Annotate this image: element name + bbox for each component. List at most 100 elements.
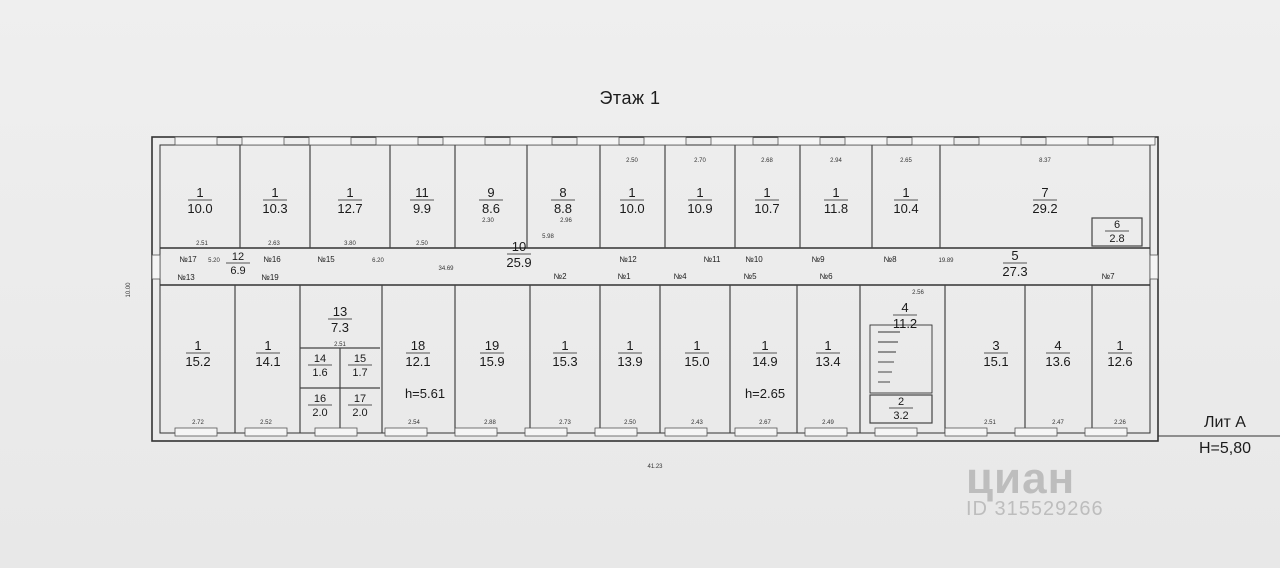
window-top-8 — [710, 136, 754, 146]
room-bot-0-num: 1 — [194, 338, 201, 353]
room-bot-9-num: 1 — [824, 338, 831, 353]
dim-top-10: 8.37 — [1039, 158, 1051, 164]
door-tag-3: №13 — [177, 273, 195, 282]
small-room-4-area: 2.8 — [1109, 233, 1124, 245]
room-top-3-num: 11 — [415, 185, 429, 200]
window-bot-13 — [1084, 427, 1128, 437]
window-top-4 — [442, 136, 486, 146]
window-bot-1 — [244, 427, 288, 437]
room-bot-7-area: 15.0 — [684, 354, 709, 369]
room-bot-11-num: 3 — [992, 338, 999, 353]
room-top-6-num: 1 — [628, 185, 635, 200]
door-tag-1: №16 — [263, 255, 281, 264]
dim-cor-3: 19.89 — [938, 258, 954, 264]
corridor-room-2-num: 5 — [1011, 248, 1018, 263]
room-bot-4-area: 15.9 — [479, 354, 504, 369]
window-bot-3 — [384, 427, 428, 437]
room-top-1-num: 1 — [271, 185, 278, 200]
ceiling-height-0: h=5.61 — [405, 386, 445, 401]
dim-cor-4: 2.56 — [912, 290, 924, 296]
window-right — [1149, 254, 1159, 280]
window-top-3 — [375, 136, 419, 146]
window-top-1 — [241, 136, 285, 146]
room-top-0-area: 10.0 — [187, 201, 212, 216]
window-top-11 — [911, 136, 955, 146]
dim-top-12: 5.98 — [542, 234, 554, 240]
overall-width-dim: 41.23 — [647, 464, 663, 470]
window-bot-10 — [874, 427, 918, 437]
room-bot-1-num: 1 — [264, 338, 271, 353]
door-tag-5: №12 — [619, 255, 637, 264]
room-top-6-area: 10.0 — [619, 201, 644, 216]
room-top-11-area: 29.2 — [1032, 201, 1057, 216]
room-top-2-area: 12.7 — [337, 201, 362, 216]
window-top-9 — [777, 136, 821, 146]
window-bot-4 — [454, 427, 498, 437]
small-room-1-area: 1.7 — [352, 367, 367, 379]
window-bot-6 — [594, 427, 638, 437]
dim-bot-8: 2.49 — [822, 420, 834, 426]
corridor-room-1-num: 10 — [512, 239, 526, 254]
door-tag-2: №15 — [317, 255, 335, 264]
dim-bot-11: 2.26 — [1114, 420, 1126, 426]
door-tag-13: №6 — [819, 272, 833, 281]
room-top-2-num: 1 — [346, 185, 353, 200]
door-tag-14: №8 — [883, 255, 897, 264]
room-top-3-area: 9.9 — [413, 201, 431, 216]
dim-top-5: 2.50 — [626, 158, 638, 164]
window-bot-5 — [524, 427, 568, 437]
dim-cor-2: 34.69 — [438, 266, 454, 272]
room-bot-12-area: 13.6 — [1045, 354, 1070, 369]
dim-cor-5: 2.51 — [334, 342, 346, 348]
room-bot-7-num: 1 — [693, 338, 700, 353]
room-top-4-area: 8.6 — [482, 201, 500, 216]
room-top-1-area: 10.3 — [262, 201, 287, 216]
dim-bot-7: 2.67 — [759, 420, 771, 426]
dim-top-8: 2.94 — [830, 158, 842, 164]
window-top-10 — [844, 136, 888, 146]
corridor-room-1-area: 25.9 — [506, 255, 531, 270]
room-top-10-area: 10.4 — [893, 201, 918, 216]
window-top-0 — [174, 136, 218, 146]
dim-bot-4: 2.73 — [559, 420, 571, 426]
window-bot-7 — [664, 427, 708, 437]
dim-top-1: 2.63 — [268, 241, 280, 247]
corridor-room-0-area: 6.9 — [230, 265, 245, 277]
room-bot-0-area: 15.2 — [185, 354, 210, 369]
dim-top-0: 2.51 — [196, 241, 208, 247]
small-room-3-num: 17 — [354, 393, 366, 405]
room6-box — [1091, 217, 1143, 247]
room-bot-1-area: 14.1 — [255, 354, 280, 369]
window-bot-0 — [174, 427, 218, 437]
room-top-5-area: 8.8 — [554, 201, 572, 216]
door-tag-11: №5 — [743, 272, 757, 281]
room-bot-12-num: 4 — [1054, 338, 1061, 353]
room-top-11-num: 7 — [1041, 185, 1048, 200]
small-room-3-area: 2.0 — [352, 407, 367, 419]
window-left — [151, 254, 161, 280]
door-tag-4: №19 — [261, 273, 279, 282]
room-bot-5-num: 1 — [561, 338, 568, 353]
room-bot-11-area: 15.1 — [983, 354, 1008, 369]
dim-top-3: 2.50 — [416, 241, 428, 247]
dim-bot-0: 2.72 — [192, 420, 204, 426]
small-room-5-area: 3.2 — [893, 410, 908, 422]
corridor-room-0-num: 12 — [232, 251, 244, 263]
small-room-0-num: 14 — [314, 353, 326, 365]
dim-bot-3: 2.88 — [484, 420, 496, 426]
room-top-7-area: 10.9 — [687, 201, 712, 216]
dim-bot-1: 2.52 — [260, 420, 272, 426]
small-room-0-area: 1.6 — [312, 367, 327, 379]
dim-top-2: 3.80 — [344, 241, 356, 247]
dim-bot-6: 2.43 — [691, 420, 703, 426]
room-top-9-num: 1 — [832, 185, 839, 200]
room-top-10-num: 1 — [902, 185, 909, 200]
window-bot-8 — [734, 427, 778, 437]
door-tag-15: №7 — [1101, 272, 1115, 281]
room-partitions — [234, 145, 1143, 433]
room-top-8-num: 1 — [763, 185, 770, 200]
door-tag-0: №17 — [179, 255, 197, 264]
dim-bot-2: 2.54 — [408, 420, 420, 426]
door-tag-10: №10 — [745, 255, 763, 264]
